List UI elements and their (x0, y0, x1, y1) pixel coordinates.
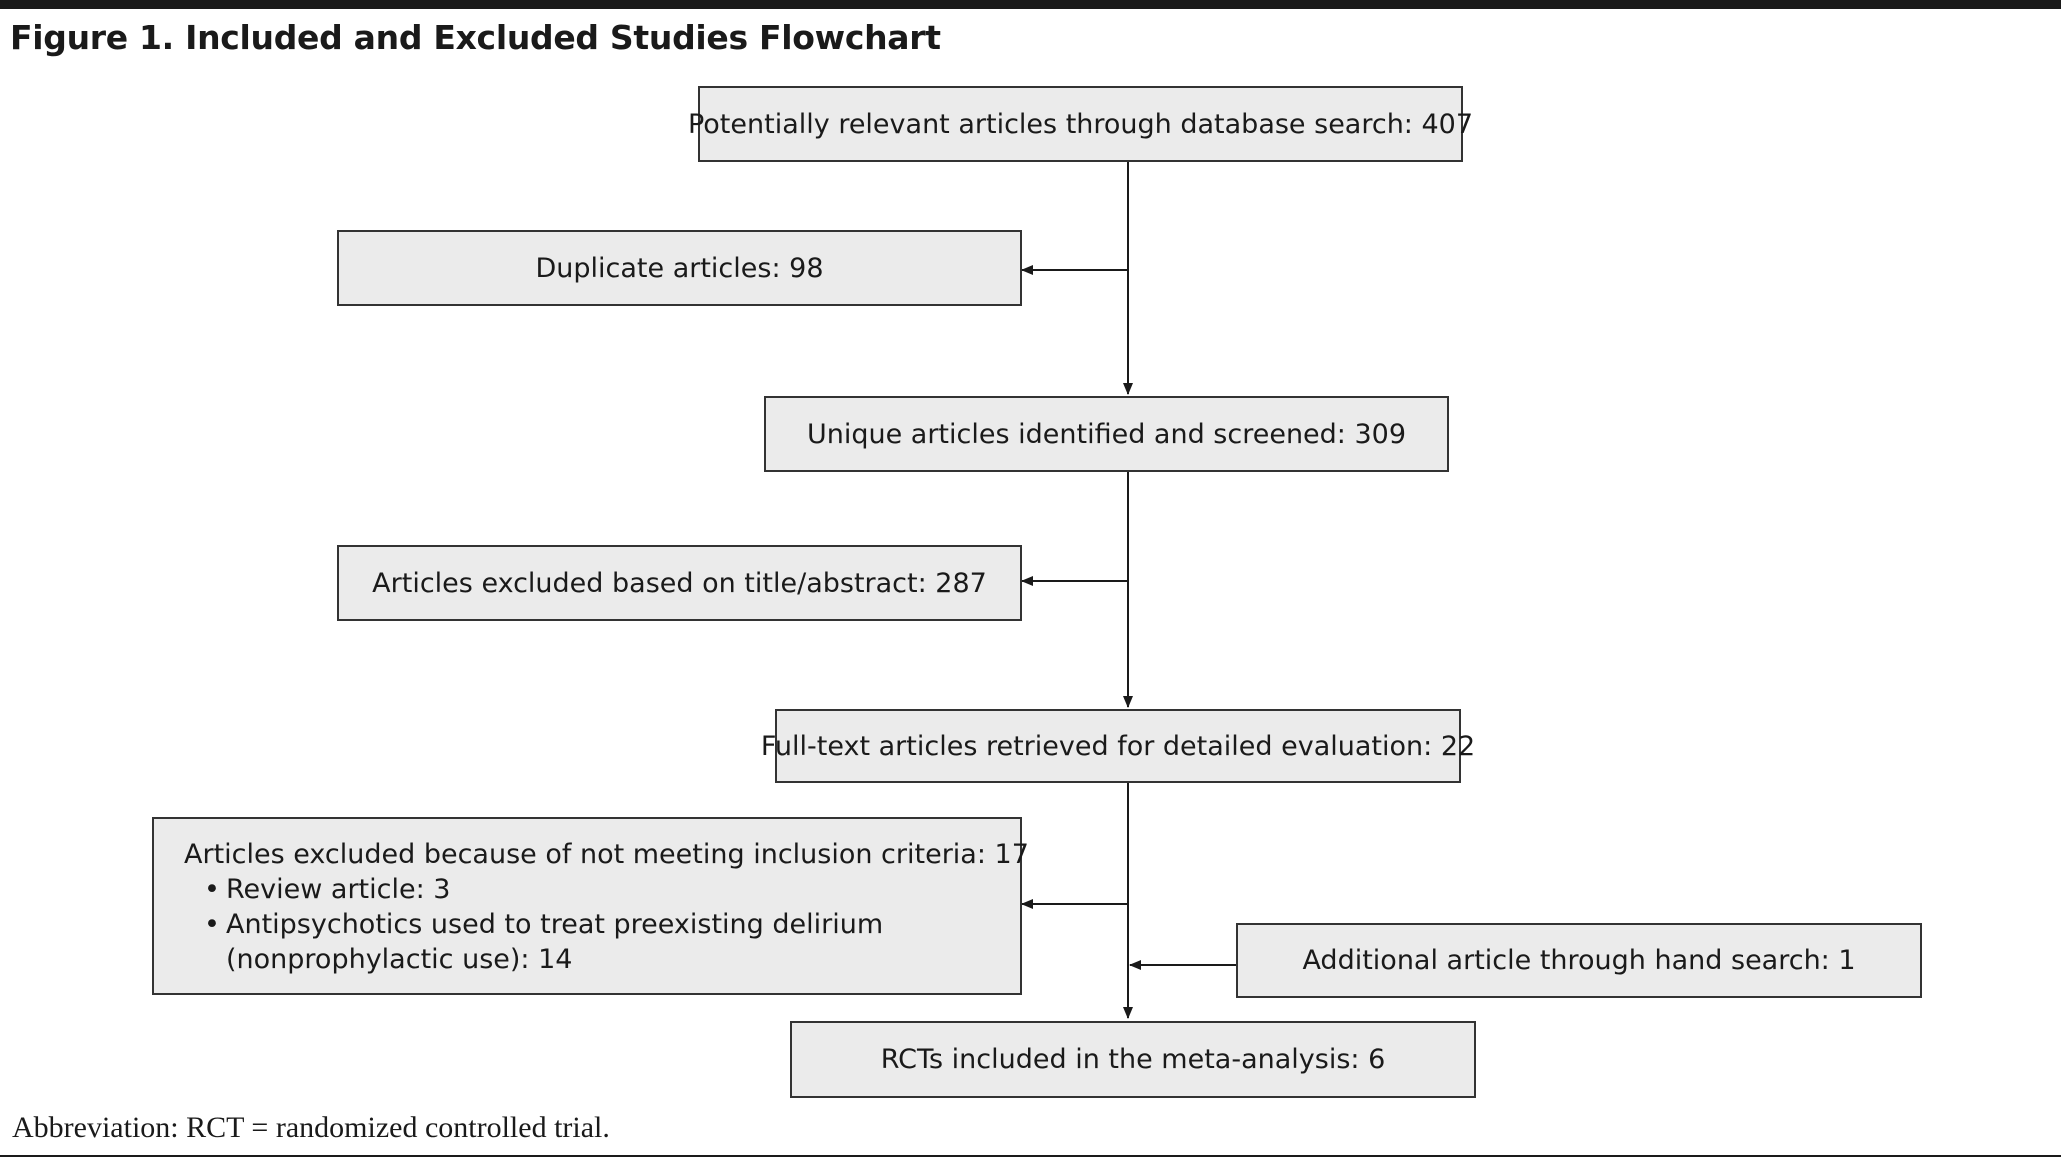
box-excluded-title-abstract-label: Articles excluded based on title/abstrac… (372, 567, 987, 599)
box-unique-screened-label: Unique articles identified and screened:… (806, 418, 1407, 450)
excluded-criteria-heading: Articles excluded because of not meeting… (184, 839, 1029, 870)
excluded-criteria-item-text: Antipsychotics used to treat preexisting… (226, 909, 884, 940)
excluded-criteria-item-text: Review article: 3 (226, 874, 451, 905)
bullet-dot: • (204, 909, 220, 940)
excluded-criteria-item-continuation: (nonprophylactic use): 14 (226, 944, 573, 975)
box-excluded-criteria: Articles excluded because of not meeting… (152, 817, 1029, 995)
figure-footnote: Abbreviation: RCT = randomized controlle… (12, 1111, 610, 1144)
box-database-search-label: Potentially relevant articles through da… (687, 108, 1474, 140)
box-unique-screened: Unique articles identified and screened:… (764, 396, 1449, 472)
box-duplicates: Duplicate articles: 98 (337, 230, 1022, 306)
box-hand-search: Additional article through hand search: … (1236, 923, 1922, 998)
box-full-text-label: Full-text articles retrieved for detaile… (760, 730, 1476, 762)
figure-title: Figure 1. Included and Excluded Studies … (10, 18, 941, 57)
box-database-search: Potentially relevant articles through da… (688, 86, 1473, 162)
box-included-rcts: RCTs included in the meta-analysis: 6 (790, 1021, 1476, 1098)
box-hand-search-label: Additional article through hand search: … (1302, 945, 1856, 976)
excluded-criteria-item: • Review article: 3 (184, 872, 1020, 907)
box-full-text: Full-text articles retrieved for detaile… (761, 709, 1475, 783)
box-included-rcts-label: RCTs included in the meta-analysis: 6 (880, 1044, 1386, 1075)
excluded-criteria-item: • Antipsychotics used to treat preexisti… (184, 907, 1020, 942)
box-excluded-title-abstract: Articles excluded based on title/abstrac… (337, 545, 1022, 621)
top-rule (0, 0, 2061, 9)
bullet-dot: • (204, 874, 220, 905)
box-duplicates-label: Duplicate articles: 98 (535, 252, 824, 284)
bottom-rule (0, 1155, 2061, 1157)
